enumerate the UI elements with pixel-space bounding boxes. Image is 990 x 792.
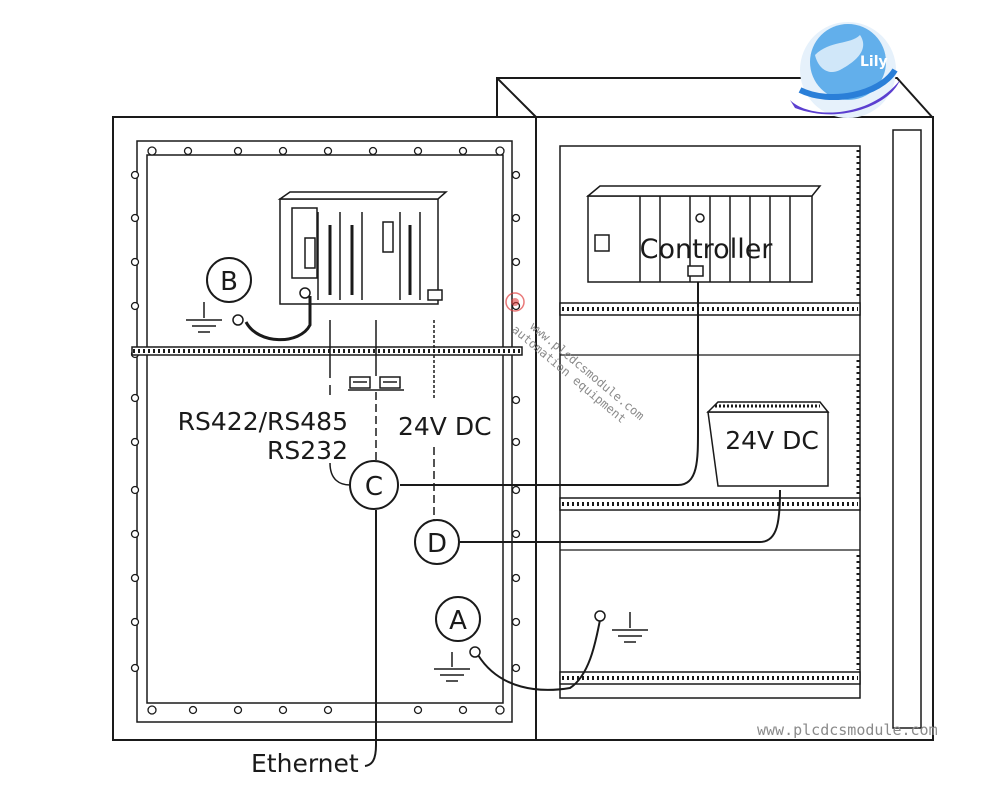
- lily-logo-text: Lily: [860, 54, 888, 70]
- ground-b: [186, 302, 244, 333]
- power-supply: [706, 401, 830, 487]
- controller-device: [585, 185, 822, 283]
- point-b-label: B: [220, 267, 238, 297]
- dc-voltage-label: 24V DC: [398, 412, 492, 441]
- stamp-icon: [505, 292, 525, 312]
- shelf-edges: [560, 354, 860, 551]
- door-bolts: [130, 146, 521, 715]
- cables: [244, 282, 781, 767]
- point-a-label: A: [449, 606, 467, 636]
- watermark-diagonal-tagline: automation equipment: [509, 322, 629, 426]
- cabinet-shelves: [559, 302, 861, 685]
- terminal-connectors: [348, 376, 404, 391]
- ground-a-left: [434, 646, 481, 682]
- lily-logo-icon: Lily: [790, 22, 900, 118]
- power-supply-label: 24V DC: [725, 426, 819, 455]
- point-a-marker: A: [435, 596, 481, 642]
- point-d-marker: D: [414, 519, 460, 565]
- ground-a-right: [594, 610, 648, 643]
- controller-label: Controller: [640, 234, 774, 265]
- ethernet-label: Ethernet: [251, 749, 359, 778]
- diagonal-watermark: www.plcdcsmodule.com automation equipmen…: [509, 319, 647, 426]
- serial-label-1: RS422/RS485: [178, 407, 348, 436]
- serial-label-2: RS232: [267, 436, 348, 465]
- door-shelf: [131, 346, 523, 356]
- watermark-url: www.plcdcsmodule.com: [757, 721, 938, 739]
- point-c-marker: C: [349, 460, 399, 510]
- watermark-diagonal-url: www.plcdcsmodule.com: [527, 319, 647, 423]
- point-d-label: D: [427, 529, 447, 559]
- panel-device: [277, 191, 448, 305]
- cabinet-body: [496, 77, 934, 741]
- point-b-marker: B: [206, 257, 252, 303]
- point-c-label: C: [365, 472, 383, 502]
